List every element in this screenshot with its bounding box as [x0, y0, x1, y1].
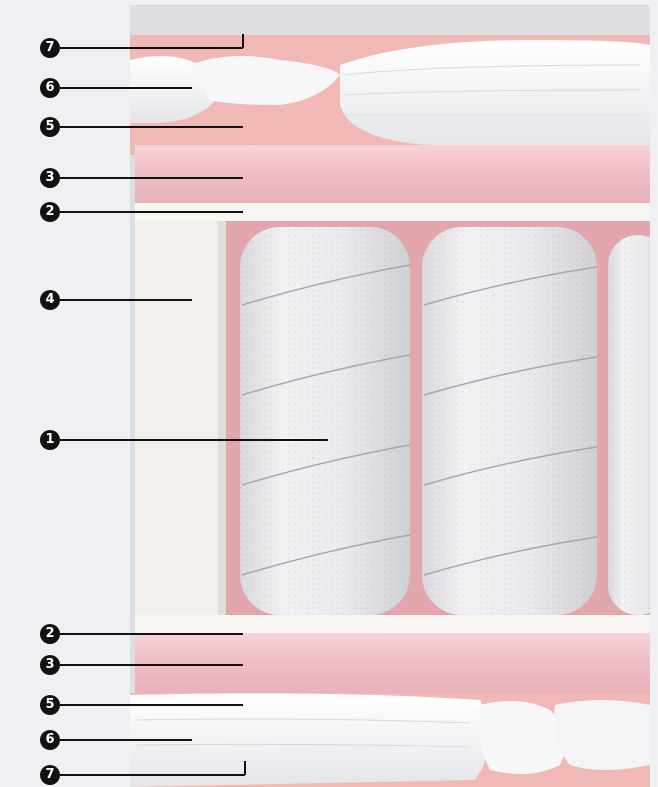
callout-marker-7-top: 7 — [40, 38, 60, 58]
leader-line — [60, 177, 243, 179]
bottom-quilt-tuft-2 — [554, 700, 650, 770]
callout-marker-3-top: 3 — [40, 168, 60, 188]
callout-marker-5-top: 5 — [40, 117, 60, 137]
leader-line — [60, 299, 192, 301]
leader-line — [60, 47, 243, 49]
pocket-coil-1 — [240, 227, 410, 615]
leader-line — [60, 739, 192, 741]
callout-marker-6-top: 6 — [40, 78, 60, 98]
leader-line — [60, 439, 328, 441]
callout-marker-2-bottom: 2 — [40, 624, 60, 644]
leader-tick — [244, 761, 246, 775]
callout-marker-2-top: 2 — [40, 202, 60, 222]
pocket-coil-2 — [422, 227, 597, 615]
callout-marker-4-side: 4 — [40, 290, 60, 310]
pocket-coil-3 — [608, 235, 650, 615]
callout-marker-6-bottom: 6 — [40, 730, 60, 750]
callout-marker-5-bottom: 5 — [40, 695, 60, 715]
leader-line — [60, 704, 243, 706]
mattress-cross-section-photo — [130, 5, 650, 787]
callout-marker-7-bottom: 7 — [40, 765, 60, 785]
leader-line — [60, 774, 245, 776]
top-quilt-right — [340, 40, 650, 148]
leader-tick — [242, 34, 244, 48]
leader-line — [60, 126, 243, 128]
leader-line — [60, 664, 243, 666]
leader-line — [60, 87, 192, 89]
leader-line — [60, 633, 243, 635]
leader-line — [60, 211, 243, 213]
top-pink-foam — [135, 145, 650, 205]
callout-marker-1-springs: 1 — [40, 430, 60, 450]
side-panel — [135, 221, 225, 616]
callout-marker-3-bottom: 3 — [40, 655, 60, 675]
bottom-white-layer — [135, 615, 650, 635]
